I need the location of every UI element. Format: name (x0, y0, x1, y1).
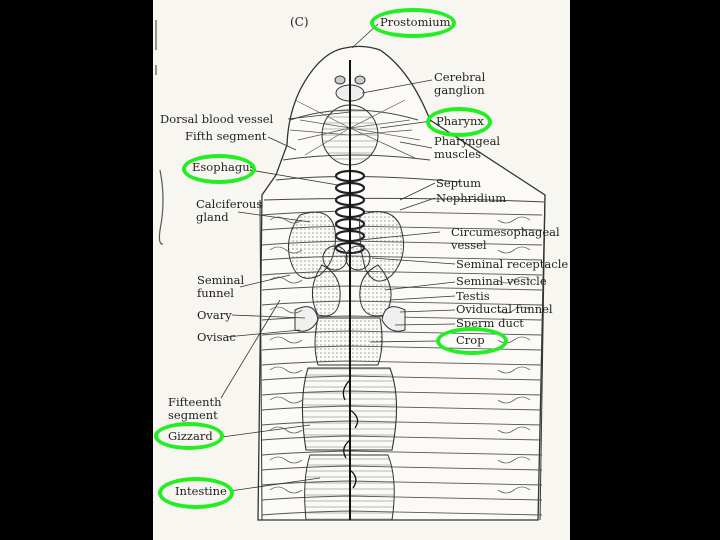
label-fifteenth-segment: Fifteenth segment (168, 396, 222, 422)
label-calciferous-gland: Calciferous gland (196, 198, 262, 224)
highlight-gizzard (154, 422, 224, 450)
highlight-crop (436, 327, 508, 355)
label-dorsal-blood-vessel: Dorsal blood vessel (160, 113, 273, 126)
highlight-intestine (158, 477, 234, 509)
label-oviductal-funnel: Oviductal funnel (456, 303, 553, 316)
highlight-esophagus (182, 154, 256, 184)
label-ovary: Ovary (197, 309, 232, 322)
label-circumesophageal-vessel: Circumesophageal vessel (451, 226, 560, 252)
label-seminal-funnel: Seminal funnel (197, 274, 244, 300)
label-fifth-segment: Fifth segment (185, 130, 266, 143)
label-cerebral-ganglion: Cerebral ganglion (434, 71, 485, 97)
panel-letter: (C) (290, 16, 309, 29)
label-septum: Septum (436, 177, 481, 190)
highlight-prostomium (370, 8, 456, 38)
label-seminal-vesicle: Seminal vesicle (456, 275, 547, 288)
label-seminal-receptacle: Seminal receptacle (456, 258, 568, 271)
label-pharyngeal-muscles: Pharyngeal muscles (434, 135, 500, 161)
label-nephridium: Nephridium (436, 192, 506, 205)
label-ovisac: Ovisac (197, 331, 236, 344)
highlight-pharynx (426, 107, 492, 137)
